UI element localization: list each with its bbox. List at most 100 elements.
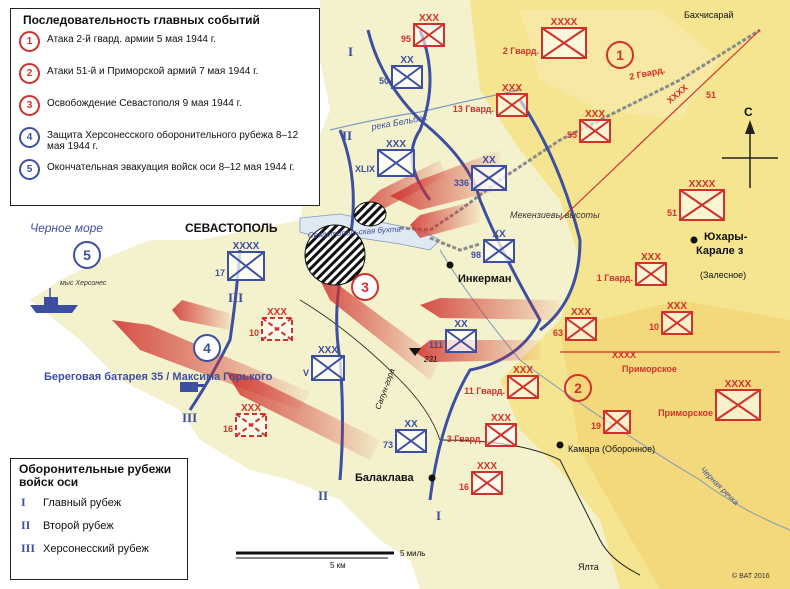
railway-inkerman: [429, 236, 481, 252]
defense-label: Главный рубеж: [43, 496, 122, 509]
unit-echelon: XXX: [513, 365, 533, 376]
unit-number: 1 Гвард.: [597, 273, 633, 283]
unit-number: 98: [471, 250, 481, 260]
inkerman-dot: [446, 261, 454, 269]
sevastopol-city-hatched: [304, 224, 366, 286]
event-marker-3: 3: [351, 273, 379, 301]
unit-number: 95: [401, 34, 411, 44]
defense-label: Второй рубеж: [43, 519, 114, 532]
army-boundary-1: [559, 29, 761, 221]
unit-echelon: XXX: [419, 13, 439, 24]
blue_units-unit-symbol: XX 336: [454, 155, 507, 191]
unit-number: 336: [454, 178, 469, 188]
unit-number: 50: [379, 76, 389, 86]
roman-III-west: III: [228, 290, 243, 305]
unit-echelon: XXXX: [725, 379, 752, 390]
defense-roman-numeral: I: [21, 495, 26, 509]
label-battery: Береговая батарея 35 / Максима Горького: [44, 371, 273, 383]
label-north: С: [744, 105, 753, 119]
unit-number: 51: [667, 208, 677, 218]
copyright: © BAT 2016: [732, 572, 770, 580]
event-marker-2-label: 2: [574, 380, 582, 396]
event-text: Освобождение Севастополя 9 мая 1944 г.: [47, 98, 242, 109]
event-marker-5: 5: [73, 241, 101, 269]
defense-roman-numeral: II: [21, 518, 31, 532]
roman-III-south: III: [182, 410, 197, 425]
unit-number: 11 Гвард.: [464, 386, 505, 396]
north-arrow-icon: [722, 120, 778, 188]
road-inner: [299, 299, 441, 441]
blue_units-unit-symbol: XXX XLIX: [355, 139, 415, 177]
blue_units-unit-symbol: XX 50: [379, 55, 423, 89]
event-marker-5-label: 5: [83, 247, 91, 263]
defense-roman-numeral: III: [21, 541, 36, 555]
defense-roman-labels: I II III I II III: [182, 44, 441, 523]
unit-echelon: XXXX: [689, 179, 716, 190]
defense-legend-item: II Второй рубеж: [21, 518, 187, 533]
unit-echelon: XXX: [641, 252, 661, 263]
unit-echelon: XX: [482, 155, 496, 166]
label-black-sea: Черное море: [30, 221, 103, 235]
battery-icon: [180, 382, 204, 392]
roman-I-south: I: [436, 508, 441, 523]
north-side-hatched: [353, 201, 387, 227]
red_units-unit-symbol: XXX 11 Гвард.: [464, 365, 539, 399]
defense-line-east: [518, 99, 582, 332]
red_units-unit-symbol: 19: [591, 410, 631, 434]
unit-echelon: XXX: [477, 461, 497, 472]
blue_units-unit-symbol: XX 73: [383, 419, 427, 453]
unit-echelon: XXX: [241, 403, 261, 414]
label-kamara: Камара (Оборонное): [568, 444, 655, 454]
defense-label: Херсонесский рубеж: [43, 542, 149, 555]
event-marker-4: 4: [193, 334, 221, 362]
ship-icon: [30, 288, 78, 313]
unit-number: 63: [553, 328, 563, 338]
unit-number: 111: [429, 340, 443, 350]
roman-II-south: II: [318, 488, 328, 503]
unit-number: XLIX: [355, 164, 375, 174]
event-number-badge: 2: [19, 63, 40, 84]
unit-echelon: XXX: [585, 109, 605, 120]
label-cape: мыс Херсонес: [60, 280, 107, 287]
scale-miles: 5 миль: [400, 549, 425, 558]
event-number-badge: 1: [19, 31, 40, 52]
event-marker-3-label: 3: [361, 279, 369, 295]
event-marker-4-label: 4: [203, 340, 211, 356]
kamara-dot: [556, 441, 564, 449]
roman-I-north: I: [348, 44, 353, 59]
red_units-unit-symbol: XXX 95: [401, 13, 445, 47]
unit-number: 16: [223, 424, 233, 434]
unit-echelon: XXX: [491, 413, 511, 424]
unit-number: 73: [383, 440, 393, 450]
scale-bar: 5 миль 5 км: [236, 549, 425, 570]
defense-legend-item: I Главный рубеж: [21, 495, 187, 510]
unit-echelon: XXX: [667, 301, 687, 312]
unit-number: 19: [591, 421, 601, 431]
label-yukhary-2: Карале з: [696, 245, 744, 257]
defense-legend-item: III Херсонесский рубеж: [21, 541, 187, 556]
unit-number: 17: [215, 268, 225, 278]
unit-echelon: XXX: [386, 139, 406, 150]
label-sevastopol: СЕВАСТОПОЛЬ: [185, 221, 278, 235]
red_units-unit-symbol: XXX 1 Гвард.: [597, 252, 667, 286]
unit-echelon: XX: [400, 55, 414, 66]
unit-echelon: XX: [404, 419, 418, 430]
